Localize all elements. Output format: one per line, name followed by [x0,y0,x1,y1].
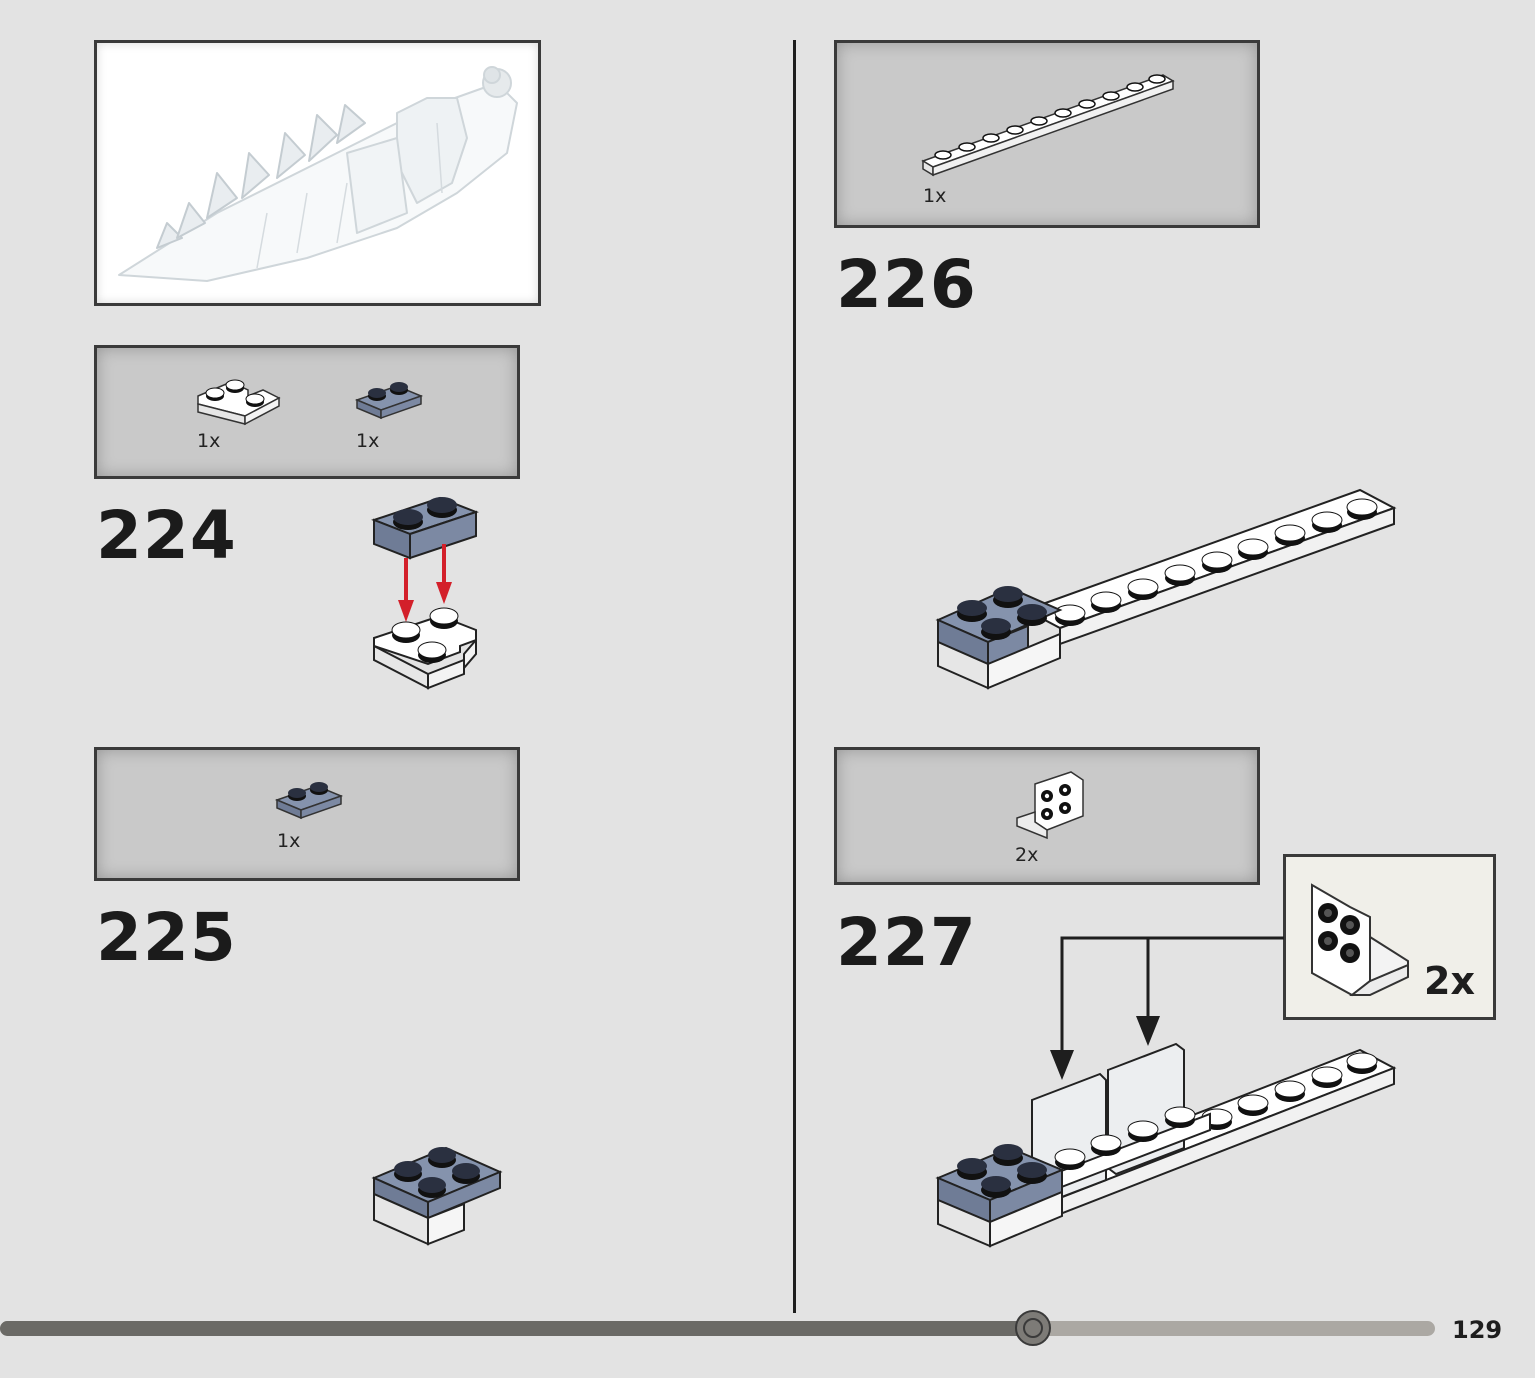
progress-fill [0,1321,1033,1336]
subassembly-qty: 2x [1424,959,1475,1003]
step-227-assembly-illustration [935,936,1397,1248]
white-bracket-icon [1016,771,1084,840]
model-preview-image [118,66,518,282]
part-qty: 1x [197,430,221,452]
step-number-224: 224 [96,497,237,574]
progress-track [0,1321,1435,1336]
step-226-assembly-illustration [935,488,1397,690]
part-qty: 1x [923,185,947,207]
step-number-226: 226 [836,246,977,323]
overview-box [94,40,541,306]
parts-box-step-224: 1x 1x [94,345,520,479]
page-divider [793,40,796,1313]
parts-box-step-225: 1x [94,747,520,881]
step-224-assembly-illustration [371,496,479,690]
step-number-227: 227 [836,904,977,981]
white-corner-plate-icon [197,379,281,426]
part-qty: 2x [1015,844,1039,866]
white-long-plate-icon [921,74,1175,177]
progress-knob[interactable] [1015,1310,1051,1346]
sand-blue-plate-icon [274,782,344,820]
sand-blue-plate-icon [354,382,424,420]
page-number: 129 [1452,1316,1503,1344]
subassembly-callout: 2x [1283,854,1496,1020]
part-qty: 1x [356,430,380,452]
parts-box-step-226: 1x [834,40,1260,228]
parts-box-step-227: 2x [834,747,1260,885]
step-225-assembly-illustration [371,1146,503,1246]
white-bracket-large-icon [1311,883,1409,997]
part-qty: 1x [277,830,301,852]
step-number-225: 225 [96,899,237,976]
